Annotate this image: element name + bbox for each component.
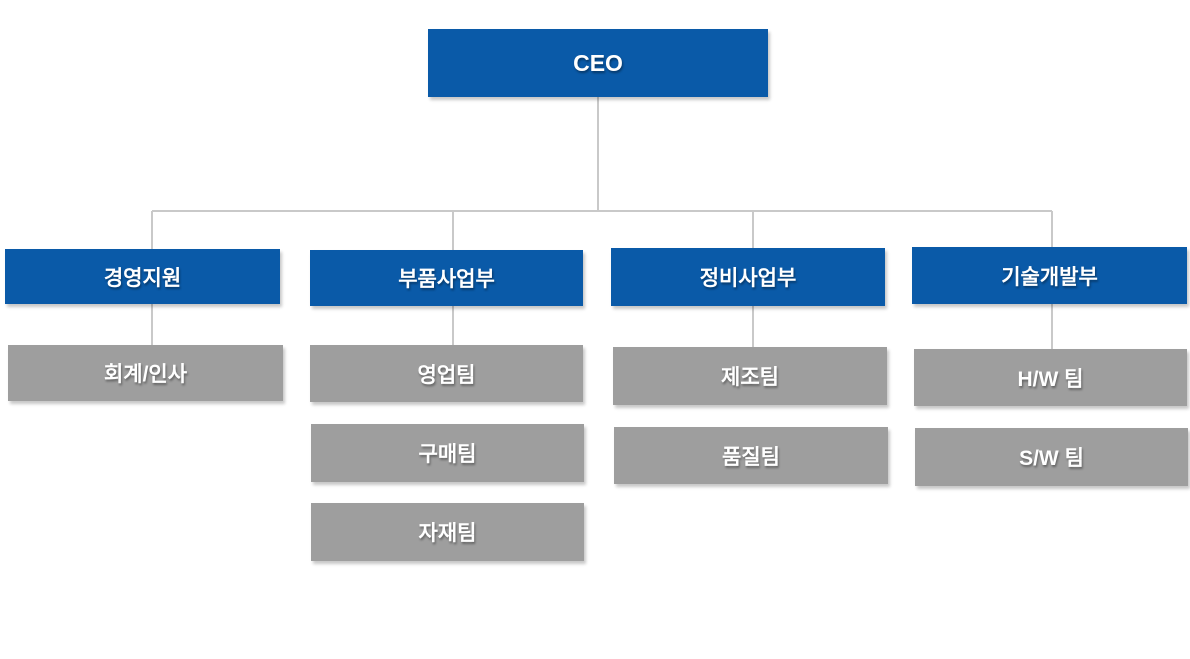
node-team-label: 구매팀 (418, 443, 477, 466)
node-dept-parts-division: 부품사업부 (310, 250, 583, 306)
node-team-label: 회계/인사 (103, 363, 188, 386)
node-ceo-label: CEO (573, 49, 623, 76)
node-dept-label: 기술개발부 (1001, 265, 1098, 289)
node-dept-label: 경영지원 (103, 266, 182, 290)
node-dept-tech-development: 기술개발부 (912, 247, 1187, 304)
node-team-software: S/W 팀 (915, 428, 1188, 486)
node-dept-maintenance-division: 정비사업부 (611, 248, 885, 306)
node-team-label: 제조팀 (721, 366, 779, 389)
node-team-label: 영업팀 (417, 363, 476, 387)
node-dept-management-support: 경영지원 (5, 249, 280, 304)
node-team-label: H/W 팀 (1017, 367, 1084, 391)
node-team-quality: 품질팀 (614, 427, 888, 484)
node-team-label: 자재팀 (418, 522, 477, 545)
node-dept-label: 부품사업부 (398, 268, 495, 291)
node-team-manufacturing: 제조팀 (613, 347, 887, 405)
node-team-label: 품질팀 (722, 445, 780, 469)
node-team-materials: 자재팀 (311, 503, 584, 561)
node-team-sales: 영업팀 (310, 345, 583, 402)
node-team-label: S/W 팀 (1019, 447, 1084, 470)
node-ceo: CEO (428, 29, 768, 97)
node-dept-label: 정비사업부 (699, 267, 797, 290)
node-team-hardware: H/W 팀 (914, 349, 1187, 406)
node-team-accounting-hr: 회계/인사 (8, 345, 283, 401)
node-team-purchasing: 구매팀 (311, 424, 584, 482)
